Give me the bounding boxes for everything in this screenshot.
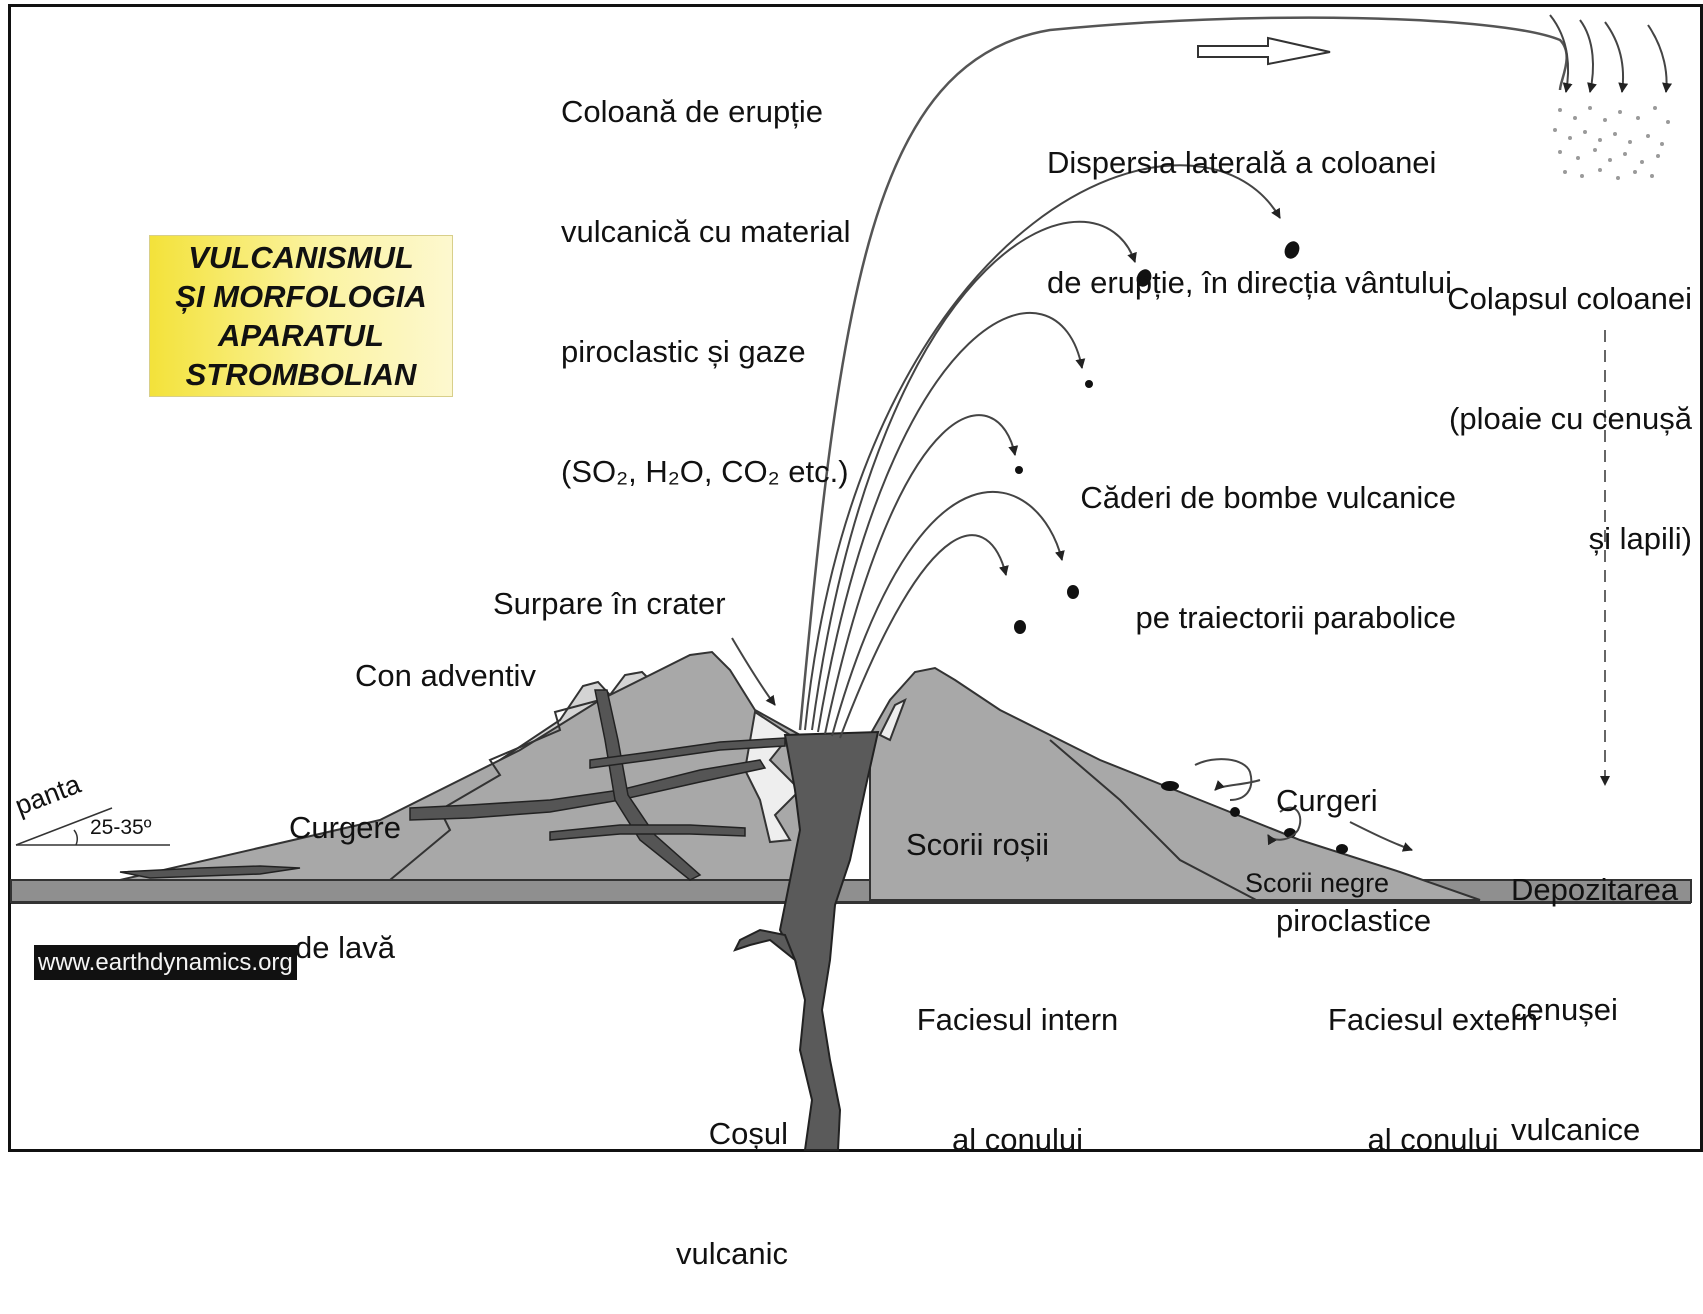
title-line-2: ȘI MORFOLOGIA xyxy=(175,277,426,316)
label-column-collapse: Colapsul coloanei (ploaie cu cenușă și l… xyxy=(1447,199,1692,599)
diagram-title: VULCANISMUL ȘI MORFOLOGIA APARATUL STROM… xyxy=(149,235,453,397)
bomb xyxy=(1015,466,1023,474)
label-line: Faciesul intern xyxy=(895,1000,1140,1040)
label-line: Colapsul coloanei xyxy=(1447,279,1692,319)
label-internal-facies: Faciesul intern al conului xyxy=(895,920,1140,1200)
label-line: al conului xyxy=(895,1120,1140,1160)
label-line: Căderi de bombe vulcanice xyxy=(1080,478,1456,518)
label-line: piroclastic și gaze xyxy=(561,332,850,372)
label-bomb-falls: Căderi de bombe vulcanice pe traiectorii… xyxy=(1080,398,1456,678)
label-line: de erupție, în direcția vântului xyxy=(1047,263,1452,303)
label-line: Curgeri xyxy=(1276,781,1431,821)
bomb xyxy=(1067,585,1079,599)
bomb xyxy=(1230,807,1240,817)
source-watermark: www.earthdynamics.org xyxy=(34,945,297,980)
label-black-scoria: Scorii negre xyxy=(1245,867,1389,899)
bomb xyxy=(1085,380,1093,388)
label-line: Depozitarea xyxy=(1511,870,1678,910)
label-lateral-dispersion: Dispersia laterală a coloanei de erupție… xyxy=(1047,63,1452,343)
title-line-3: APARATUL xyxy=(218,316,384,355)
label-line: și lapili) xyxy=(1447,519,1692,559)
ash-cloud xyxy=(1553,106,1670,180)
label-slope-angle: 25-35º xyxy=(90,815,151,841)
bomb xyxy=(1161,781,1179,791)
label-line: vulcanică cu material xyxy=(561,212,850,252)
bomb xyxy=(1014,620,1026,634)
label-crater-collapse: Surpare în crater xyxy=(493,584,726,624)
label-line: (SO₂, H₂O, CO₂ etc.) xyxy=(561,452,850,492)
label-line: Coloană de erupție xyxy=(561,92,850,132)
label-line: (ploaie cu cenușă xyxy=(1447,399,1692,439)
volcanic-conduit xyxy=(780,732,878,1150)
label-line: vulcanic xyxy=(640,1234,788,1274)
wind-direction-arrow xyxy=(1198,38,1330,64)
label-line: Curgere xyxy=(275,808,415,848)
label-line: pe traiectorii parabolice xyxy=(1080,598,1456,638)
label-line: al conului xyxy=(1308,1120,1558,1160)
label-volcanic-conduit: Coșul vulcanic xyxy=(640,1034,788,1314)
title-line-1: VULCANISMUL xyxy=(188,238,414,277)
title-line-4: STROMBOLIAN xyxy=(186,355,417,394)
label-line: Coșul xyxy=(640,1114,788,1154)
label-eruption-column: Coloană de erupție vulcanică cu material… xyxy=(561,12,850,532)
ash-fall-arrows xyxy=(1550,15,1667,92)
label-red-scoria: Scorii roșii xyxy=(906,825,1049,865)
label-line: Faciesul extern xyxy=(1308,1000,1558,1040)
label-adventive-cone: Con adventiv xyxy=(355,656,536,696)
label-external-facies: Faciesul extern al conului xyxy=(1308,920,1558,1200)
label-line: Dispersia laterală a coloanei xyxy=(1047,143,1452,183)
